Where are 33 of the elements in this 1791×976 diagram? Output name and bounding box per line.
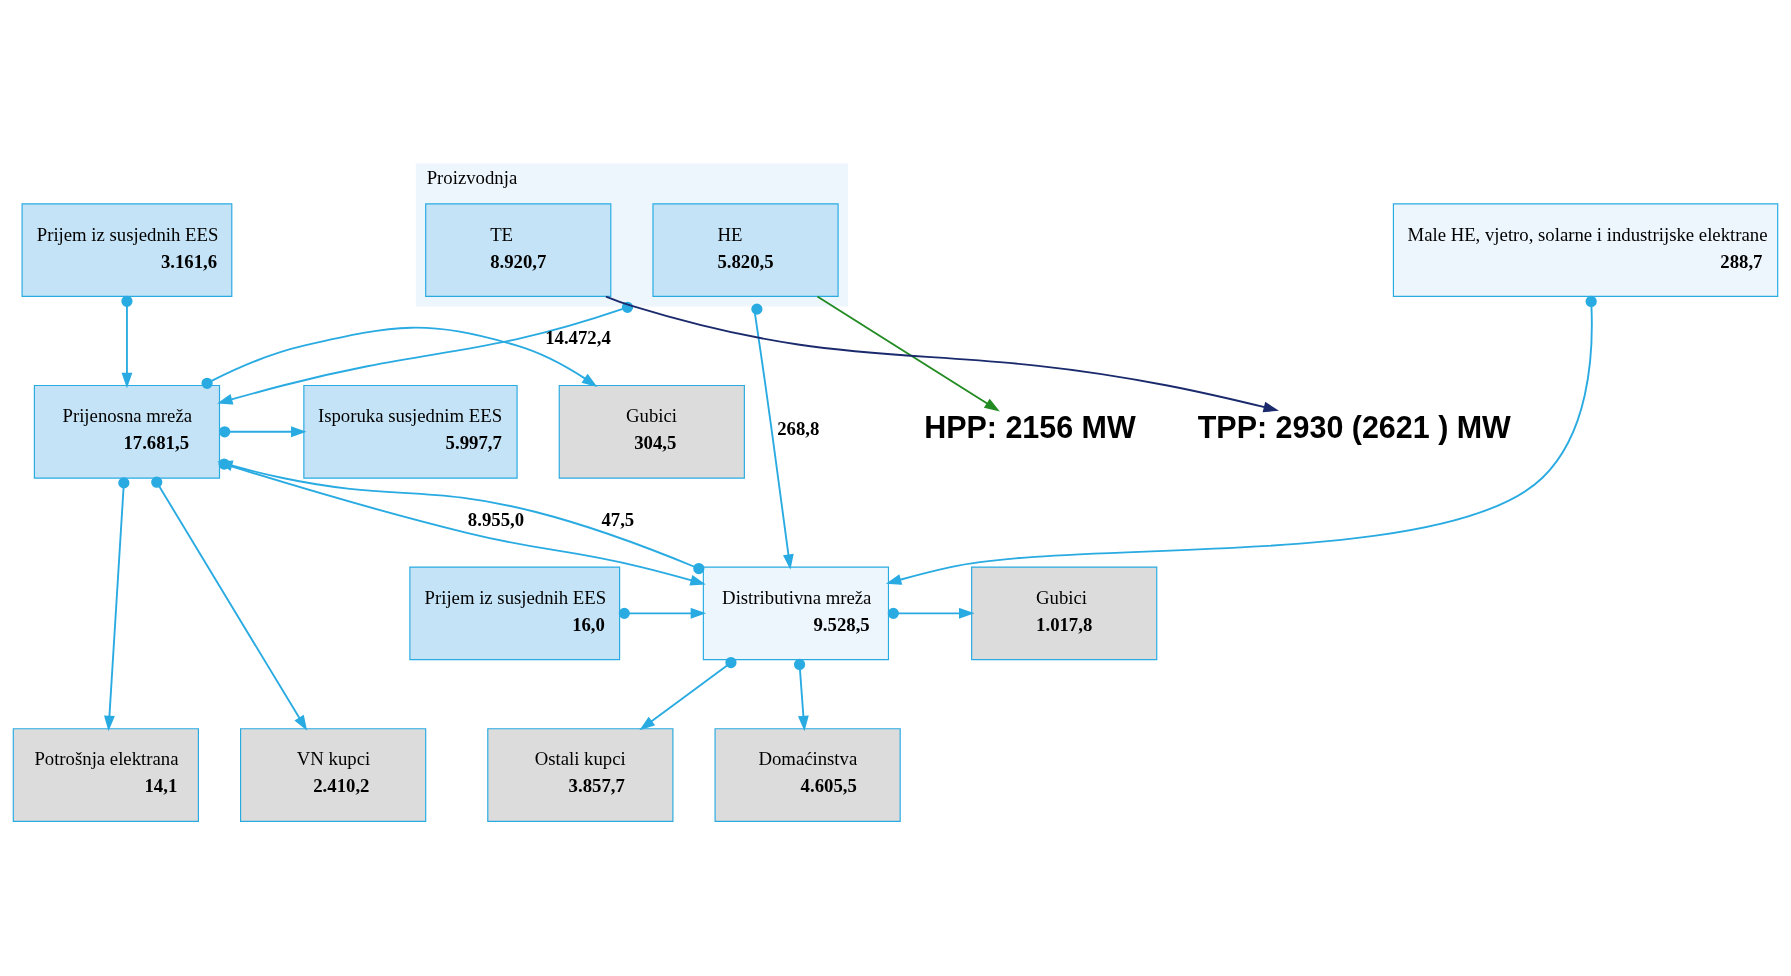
node-box: Ostali kupci 3.857,7 [487, 728, 674, 822]
node-box: VN kupci 2.410,2 [240, 728, 427, 822]
arrow [793, 658, 809, 732]
arrow [887, 607, 975, 619]
arrow [201, 326, 598, 389]
arrow [121, 295, 133, 389]
node-box: Distributivna mreža 9.528,5 [702, 566, 890, 661]
node-box: Gubici 1.017,8 [971, 566, 1158, 661]
node-box: Prijem iz susjednih EES 3.161,6 [21, 203, 233, 298]
node-box: HE 5.820,5 [652, 203, 839, 298]
arrow [605, 295, 1279, 413]
node-box: Prijem iz susjednih EES 16,0 [409, 566, 621, 661]
node-text: HPP: 2156 MW [924, 409, 1136, 444]
arrow [104, 477, 130, 732]
node-box: Domaćinstva 4.605,5 [714, 728, 901, 822]
edge-label: 47,5 [601, 508, 635, 530]
arrow [751, 303, 794, 570]
node-box: Male HE, vjetro, solarne i industrijske elektrane 288,7 [1392, 203, 1779, 298]
edge-label: 268,8 [777, 418, 820, 440]
arrow [639, 656, 737, 731]
arrow [816, 295, 1000, 412]
node-box: TE 8.920,7 [425, 203, 612, 298]
arrow [885, 295, 1597, 585]
edge-label: 14.472,4 [545, 327, 611, 349]
edge-label: 8.955,0 [467, 508, 525, 530]
arrow [618, 607, 707, 619]
node-box: Gubici 304,5 [558, 384, 745, 479]
node-box: Potrošnja elektrana 14,1 [12, 728, 199, 822]
node-text: TPP: 2930 (2621 ) MW [1197, 409, 1511, 444]
node-box: Isporuka susjednim EES 5.997,7 [303, 384, 518, 479]
arrow [151, 476, 308, 731]
arrow [219, 426, 307, 438]
node-box: Prijenosna mreža 17.681,5 [33, 384, 221, 479]
